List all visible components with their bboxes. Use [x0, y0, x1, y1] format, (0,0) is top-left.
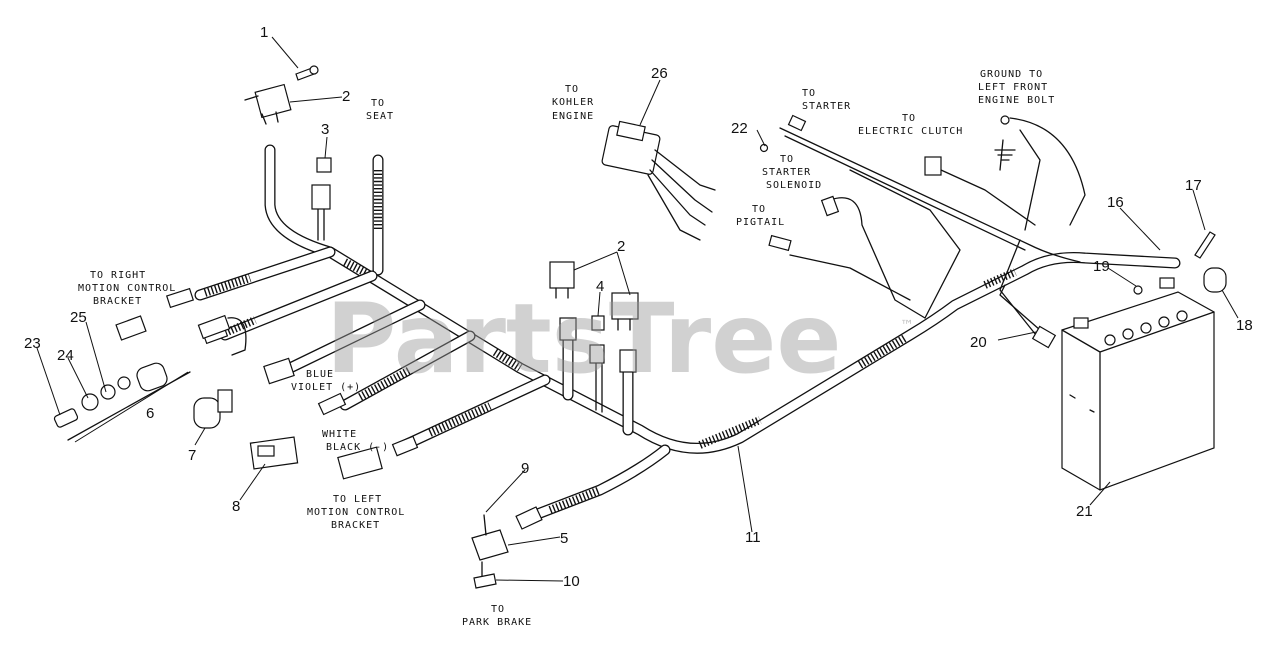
watermark-mark: ™ — [900, 318, 914, 334]
callout-21: 21 — [1076, 503, 1093, 520]
callout-9: 9 — [521, 460, 529, 477]
park-brake-switch — [471, 514, 509, 589]
battery — [1061, 277, 1215, 491]
main-harness — [264, 144, 1181, 454]
branch-blue-violet — [317, 330, 476, 416]
label-ground-3: ENGINE BOLT — [978, 95, 1055, 106]
callout-19: 19 — [1093, 258, 1110, 275]
label-kohler-3: ENGINE — [552, 111, 594, 122]
relay-mid-b — [611, 292, 639, 331]
watermark: PartsTree ™ — [326, 283, 914, 395]
label-clutch-1: TO — [902, 113, 916, 124]
label-to-seat-2: SEAT — [366, 111, 394, 122]
callout-26: 26 — [651, 65, 668, 82]
label-white-black-1: WHITE — [322, 429, 357, 440]
label-blue-violet-1: BLUE — [306, 369, 334, 380]
callout-24: 24 — [57, 347, 74, 364]
label-solenoid-2: STARTER — [762, 167, 811, 178]
bolt-1 — [295, 65, 319, 81]
terminal-cap-18 — [1203, 267, 1227, 293]
branch-left-motion — [391, 374, 551, 457]
callout-8: 8 — [232, 498, 240, 515]
label-to-seat-1: TO — [371, 98, 385, 109]
branch-park-brake — [515, 444, 671, 530]
label-solenoid-3: SOLENOID — [766, 180, 822, 191]
left-motion-switch — [337, 446, 383, 480]
engine-harness — [768, 114, 1086, 349]
label-pigtail-2: PIGTAIL — [736, 217, 785, 228]
switch-8 — [249, 436, 299, 470]
label-park-brake-2: PARK BRAKE — [462, 617, 532, 628]
label-solenoid-1: TO — [780, 154, 794, 165]
label-starter-2: STARTER — [802, 101, 851, 112]
label-right-motion-3: BRACKET — [93, 296, 142, 307]
callout-6: 6 — [146, 405, 154, 422]
callout-16: 16 — [1107, 194, 1124, 211]
callout-11: 11 — [745, 529, 761, 546]
bolt-22 — [759, 143, 769, 153]
callout-22: 22 — [731, 120, 748, 137]
label-pigtail-1: TO — [752, 204, 766, 215]
label-kohler-2: KOHLER — [552, 97, 594, 108]
callout-23: 23 — [24, 335, 41, 352]
branch-relay-stub — [311, 184, 331, 241]
branch-fuse-holders — [559, 317, 637, 436]
callout-2: 2 — [342, 88, 350, 105]
label-ground-2: LEFT FRONT — [978, 82, 1048, 93]
relay-mid-a — [549, 261, 575, 299]
callout-3: 3 — [321, 121, 329, 138]
label-left-motion-1: TO LEFT — [333, 494, 382, 505]
callout-10: 10 — [563, 573, 580, 590]
bolt-17 — [1194, 231, 1216, 259]
callout-1: 1 — [260, 24, 268, 41]
label-park-brake-1: TO — [491, 604, 505, 615]
callout-17: 17 — [1185, 177, 1202, 194]
watermark-text: PartsTree — [326, 283, 841, 395]
fuse-3 — [316, 157, 332, 173]
callout-2b: 2 — [617, 238, 625, 255]
label-blue-violet-2: VIOLET (+) — [291, 382, 361, 393]
label-starter-1: TO — [802, 88, 816, 99]
callout-4: 4 — [596, 278, 604, 295]
branch-right-motion — [165, 246, 336, 309]
branch-hour-meter — [263, 299, 426, 385]
relay-top — [244, 83, 292, 125]
label-clutch-2: ELECTRIC CLUTCH — [858, 126, 963, 137]
callout-25: 25 — [70, 309, 87, 326]
callout-7: 7 — [188, 447, 196, 464]
label-right-motion-1: TO RIGHT — [90, 270, 146, 281]
callout-20: 20 — [970, 334, 987, 351]
label-right-motion-2: MOTION CONTROL — [78, 283, 176, 294]
bolt-19 — [1133, 285, 1143, 295]
hour-meter — [193, 389, 233, 429]
callout-numbers: 1 2 3 26 22 2 4 17 16 19 18 20 25 23 24 … — [24, 24, 1253, 590]
leader-lines — [36, 36, 1239, 582]
callout-5: 5 — [560, 530, 568, 547]
label-left-motion-2: MOTION CONTROL — [307, 507, 405, 518]
kohler-connector — [601, 120, 716, 241]
label-kohler-1: TO — [565, 84, 579, 95]
callout-18: 18 — [1236, 317, 1253, 334]
label-ground-1: GROUND TO — [980, 69, 1043, 80]
label-white-black-2: BLACK (-) — [326, 442, 389, 453]
text-labels: TO SEAT TO KOHLER ENGINE TO STARTER TO E… — [78, 69, 1055, 628]
label-left-motion-3: BRACKET — [331, 520, 380, 531]
